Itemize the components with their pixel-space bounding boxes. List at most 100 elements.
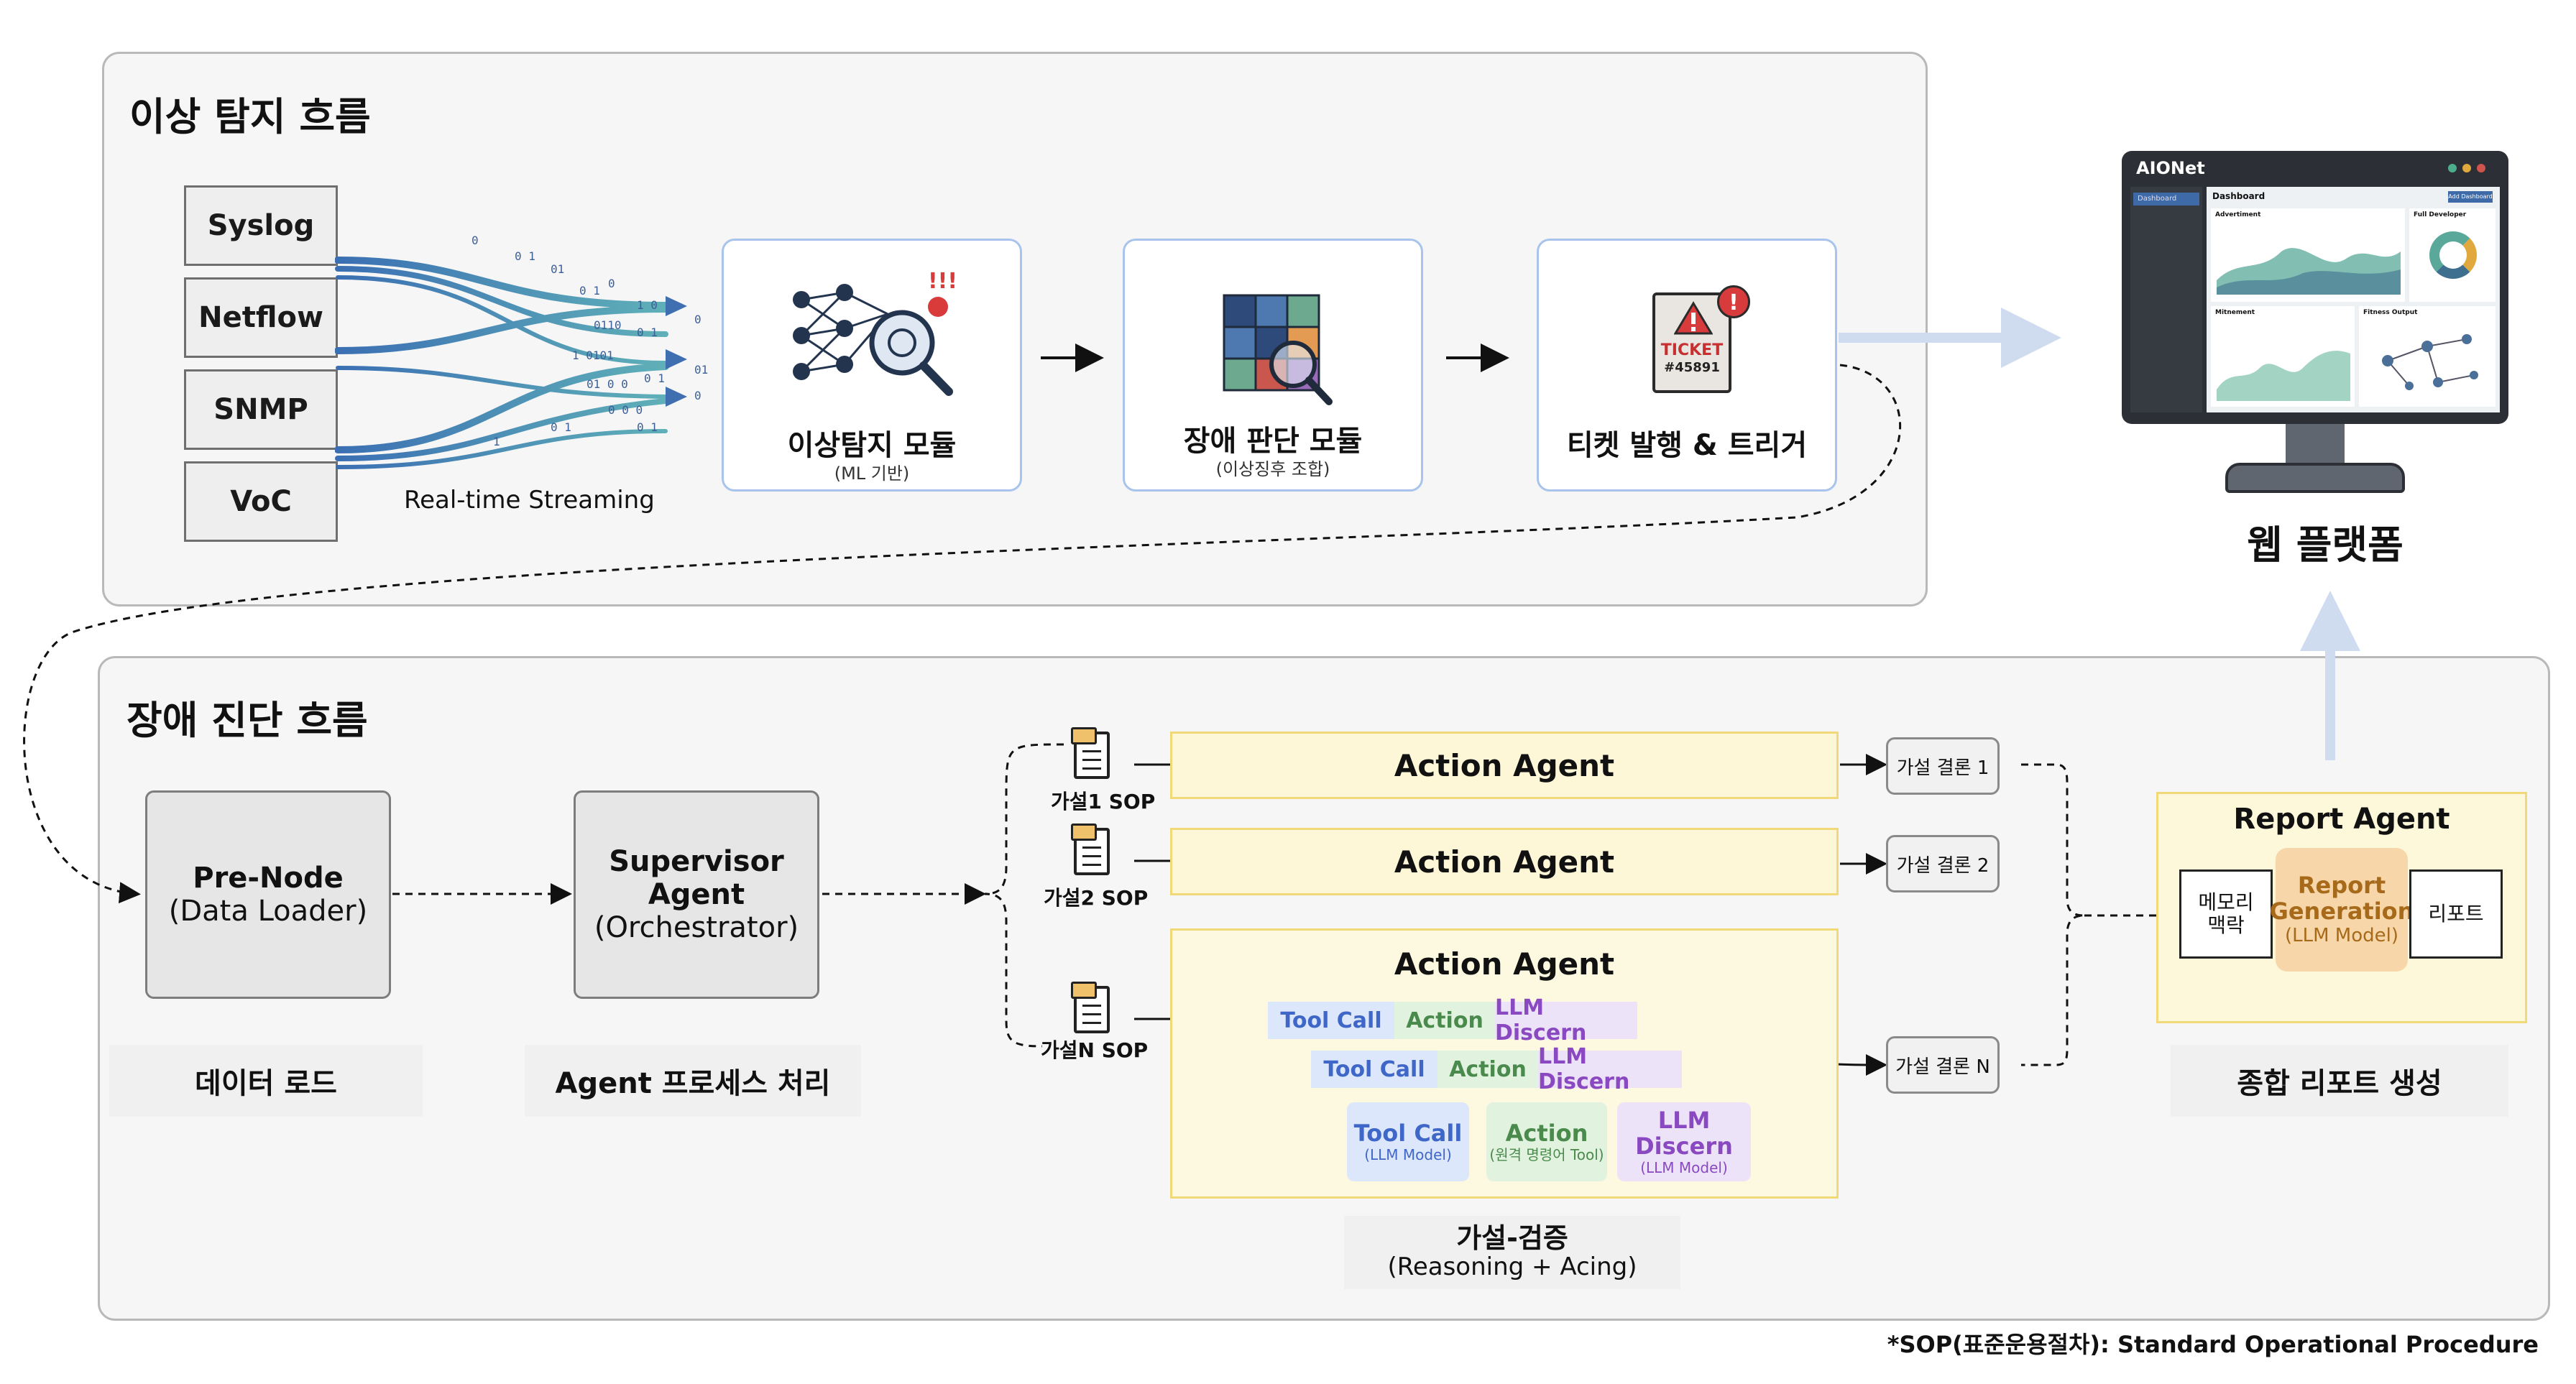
action-agent-1: Action Agent [1170, 732, 1839, 799]
hypothesis-result-1: 가설 결론 1 [1886, 737, 2000, 795]
action-agent-n-title: Action Agent [1394, 946, 1615, 982]
sidebar-item-dashboard[interactable]: Dashboard [2133, 193, 2199, 206]
grid-analysis-icon [1223, 294, 1333, 405]
tool-call-chip-1: Tool Call [1268, 1002, 1394, 1039]
add-dashboard-button[interactable]: Add Dashboard [2448, 191, 2493, 203]
verify-caption: 가설-검증 (Reasoning + Acing) [1344, 1216, 1680, 1289]
anomaly-title: 이상 탐지 흐름 [129, 94, 371, 139]
window-dot-green-icon [2448, 164, 2457, 172]
anomaly-module-sub: (ML 기반) [834, 463, 910, 484]
anomaly-module-box: !!! 이상탐지 모듈 (ML 기반) [722, 239, 1022, 492]
action-chip-3-sub: (원격 명령어 Tool) [1489, 1146, 1604, 1163]
action-agent-2: Action Agent [1170, 828, 1839, 895]
source-snmp: SNMP [184, 369, 338, 450]
donut-chart-icon [2429, 231, 2477, 279]
svg-text:0 1: 0 1 [515, 249, 535, 263]
action-chip-3: Action (원격 명령어 Tool) [1486, 1102, 1607, 1181]
svg-text:0 1: 0 1 [637, 420, 658, 434]
svg-text:0 1: 0 1 [644, 372, 665, 385]
report-output-box: 리포트 [2409, 869, 2503, 959]
sop2-doc-icon [1071, 824, 1110, 875]
svg-text:01 0 0: 01 0 0 [586, 377, 628, 391]
svg-text:0 0 0: 0 0 0 [608, 403, 643, 417]
memory-context-label: 메모리 맥락 [2198, 890, 2254, 937]
streaming-label: Real-time Streaming [404, 486, 655, 515]
prenode-sub: (Data Loader) [168, 895, 368, 928]
tool-call-chip-3-sub: (LLM Model) [1364, 1146, 1452, 1163]
card-advertiment: Advertiment [2211, 208, 2405, 302]
report-generation-line1: Report [2297, 872, 2386, 899]
monitor-icon: AIONet Dashboard Dashboard Add Dashboard… [2122, 151, 2508, 424]
svg-text:01: 01 [551, 262, 564, 276]
svg-text:0: 0 [608, 277, 615, 290]
svg-text:0: 0 [694, 313, 702, 326]
source-netflow: Netflow [184, 277, 338, 358]
memory-context-box: 메모리 맥락 [2179, 869, 2273, 959]
report-agent-title: Report Agent [2233, 803, 2450, 836]
svg-text:0 1: 0 1 [637, 326, 658, 339]
action-chip-1: Action [1394, 1002, 1495, 1039]
tool-call-chip-3-title: Tool Call [1353, 1120, 1463, 1147]
supervisor-title-2: Agent [648, 878, 745, 911]
card-full-developer: Full Developer [2409, 208, 2496, 302]
diagnosis-title: 장애 진단 흐름 [126, 698, 368, 743]
llm-discern-chip-3-title: LLM Discern [1635, 1107, 1733, 1160]
svg-text:0 1: 0 1 [551, 420, 571, 434]
sop1-doc-icon [1071, 727, 1110, 779]
llm-discern-chip-2: LLM Discern [1538, 1044, 1682, 1094]
report-caption: 종합 리포트 생성 [2171, 1045, 2508, 1117]
ticket-word: TICKET [1660, 341, 1724, 359]
svg-text:0: 0 [472, 234, 479, 247]
screen-content: Dashboard Add Dashboard Advertiment Full… [2207, 187, 2500, 412]
sopn-doc-icon [1071, 982, 1110, 1033]
card-mitnement: Mitnement [2211, 306, 2355, 407]
svg-text:1: 1 [493, 435, 500, 448]
monitor-stand [2225, 463, 2405, 493]
line-area-chart-icon [2217, 351, 2350, 401]
prenode-box: Pre-Node (Data Loader) [145, 790, 391, 999]
card-advertiment-title: Advertiment [2215, 211, 2261, 218]
sidebar-nav: Dashboard [2130, 187, 2202, 412]
area-chart-icon [2217, 248, 2401, 295]
prenode-title: Pre-Node [193, 862, 344, 895]
action-chip-2: Action [1438, 1051, 1538, 1088]
svg-text:0: 0 [694, 389, 702, 402]
llm-discern-chip-3: LLM Discern (LLM Model) [1617, 1102, 1751, 1181]
llm-discern-chip-3-sub: (LLM Model) [1640, 1159, 1728, 1176]
footnote: *SOP(표준운용절차): Standard Operational Proce… [1887, 1331, 2539, 1358]
supervisor-box: Supervisor Agent (Orchestrator) [574, 790, 819, 999]
sop1-label: 가설1 SOP [1051, 790, 1156, 813]
action-chip-3-title: Action [1505, 1120, 1588, 1147]
sopn-label: 가설N SOP [1041, 1038, 1149, 1062]
card-fitness-output-title: Fitness Output [2363, 309, 2418, 316]
source-voc: VoC [184, 461, 338, 542]
svg-text:1 0: 1 0 [637, 298, 658, 312]
card-full-developer-title: Full Developer [2414, 211, 2467, 218]
ticket-number: #45891 [1664, 360, 1720, 375]
report-generation-box: Report Generation (LLM Model) [2270, 848, 2414, 972]
ticket-module-title: 티켓 발행 & 트리거 [1566, 429, 1808, 462]
report-output-label: 리포트 [2428, 902, 2484, 926]
tool-call-chip-2: Tool Call [1311, 1051, 1438, 1088]
source-syslog: Syslog [184, 185, 338, 266]
svg-text:0110: 0110 [594, 318, 622, 332]
web-platform-label: 웹 플랫폼 [2247, 522, 2404, 568]
report-generation-line3: (LLM Model) [2284, 925, 2399, 946]
svg-text:01: 01 [694, 363, 708, 377]
anomaly-module-title: 이상탐지 모듈 [787, 429, 957, 462]
verify-title: 가설-검증 [1456, 1222, 1568, 1254]
supervisor-sub: (Orchestrator) [594, 911, 799, 944]
svg-text:!!!: !!! [928, 271, 957, 294]
alert-badge-icon: ! [1717, 285, 1750, 318]
tool-call-chip-3: Tool Call (LLM Model) [1347, 1102, 1469, 1181]
fault-module-title: 장애 판단 모듈 [1183, 425, 1363, 458]
hypothesis-result-n: 가설 결론 N [1886, 1036, 2000, 1094]
card-mitnement-title: Mitnement [2215, 309, 2255, 316]
window-dot-red-icon [2477, 164, 2485, 172]
fault-module-sub: (이상징후 조합) [1215, 459, 1330, 479]
dashboard-title: Dashboard [2212, 191, 2266, 201]
sop2-label: 가설2 SOP [1044, 886, 1149, 910]
prenode-caption: 데이터 로드 [109, 1045, 423, 1117]
verify-sub: (Reasoning + Acing) [1387, 1252, 1637, 1281]
